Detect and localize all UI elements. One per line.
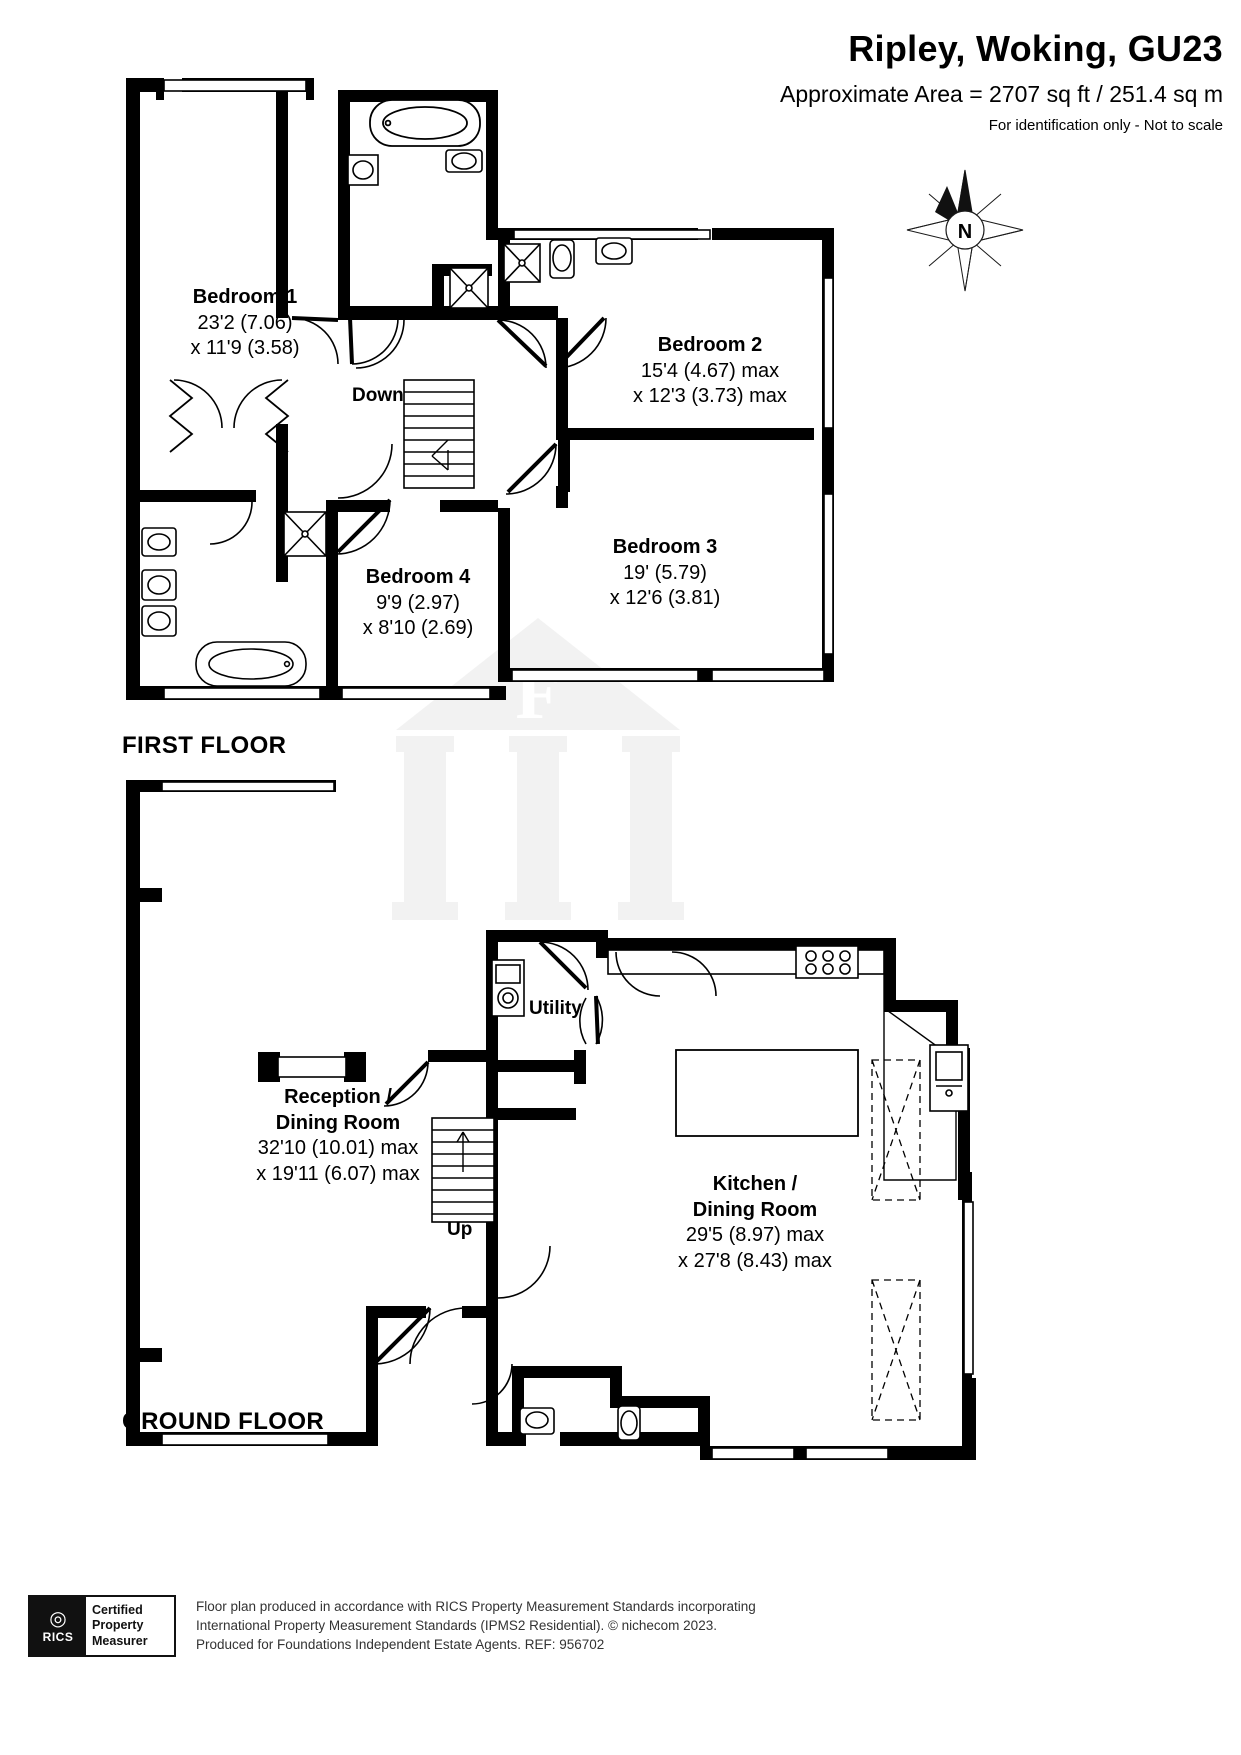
rics-caption-line-3: Measurer [92, 1633, 148, 1648]
bedroom-4-dim-2: x 8'10 (2.69) [362, 617, 474, 640]
room-label-kitchen-dining: Kitchen / Dining Room 29'5 (8.97) max x … [630, 1172, 880, 1274]
kitchen-name-line-1: Kitchen / [712, 1173, 798, 1195]
first-floor-caption: FIRST FLOOR [122, 732, 287, 759]
bedroom-3-dim-2: x 12'6 (3.81) [609, 587, 721, 610]
footer-note-line-3: Produced for Foundations Independent Est… [196, 1637, 605, 1653]
bedroom-1-name: Bedroom 1 [192, 286, 298, 308]
plan-header: Ripley, Woking, GU23 Approximate Area = … [780, 28, 1223, 135]
compass-north-label: N [958, 221, 972, 243]
first-floor-plan [0, 0, 900, 740]
reception-dim-1: 32'10 (10.01) max [257, 1137, 419, 1160]
bedroom-1-dim-2: x 11'9 (3.58) [190, 337, 300, 360]
rics-logo-text: RICS [42, 1629, 74, 1644]
rics-emblem-icon: ◎ [49, 1607, 67, 1630]
bedroom-2-dim-1: 15'4 (4.67) max [640, 359, 780, 382]
approximate-area: Approximate Area = 2707 sq ft / 251.4 sq… [779, 81, 1223, 108]
ground-floor-plan [0, 760, 1020, 1480]
room-label-reception-dining: Reception / Dining Room 32'10 (10.01) ma… [218, 1085, 458, 1187]
kitchen-dim-2: x 27'8 (8.43) max [678, 1249, 832, 1272]
bedroom-4-name: Bedroom 4 [365, 566, 471, 588]
footer-note-line-1: Floor plan produced in accordance with R… [196, 1599, 756, 1614]
rics-caption-line-1: Certified [92, 1602, 143, 1617]
rics-caption: Certified Property Measurer [86, 1603, 148, 1650]
bedroom-2-name: Bedroom 2 [657, 334, 763, 356]
bedroom-3-name: Bedroom 3 [612, 536, 718, 558]
room-label-bedroom-4: Bedroom 4 9'9 (2.97) x 8'10 (2.69) [308, 565, 528, 642]
footer-note-line-2: International Property Measurement Stand… [196, 1618, 717, 1634]
compass-rose: N [905, 168, 1025, 293]
kitchen-name-line-2: Dining Room [692, 1198, 818, 1221]
reception-name-line-1: Reception / [284, 1086, 392, 1108]
ground-floor-caption: GROUND FLOOR [122, 1408, 325, 1435]
room-label-bedroom-2: Bedroom 2 15'4 (4.67) max x 12'3 (3.73) … [590, 333, 830, 410]
page-title: Ripley, Woking, GU23 [848, 28, 1223, 69]
room-label-bedroom-3: Bedroom 3 19' (5.79) x 12'6 (3.81) [545, 535, 785, 612]
reception-name-line-2: Dining Room [275, 1111, 401, 1134]
bedroom-4-dim-1: 9'9 (2.97) [376, 591, 460, 614]
rics-logo-icon: ◎ RICS [30, 1597, 86, 1655]
rics-certification-badge: ◎ RICS Certified Property Measurer [28, 1595, 176, 1657]
bedroom-1-dim-1: 23'2 (7.06) [197, 311, 293, 334]
rics-caption-line-2: Property [92, 1618, 144, 1633]
stairs-up-label: Up [447, 1219, 473, 1240]
svg-text:F: F [515, 653, 560, 735]
room-label-bedroom-1: Bedroom 1 23'2 (7.06) x 11'9 (3.58) [130, 285, 360, 362]
bedroom-2-dim-2: x 12'3 (3.73) max [633, 385, 787, 408]
reception-dim-2: x 19'11 (6.07) max [256, 1162, 420, 1185]
identification-note: For identification only - Not to scale [988, 116, 1223, 134]
bedroom-3-dim-1: 19' (5.79) [623, 561, 707, 584]
logo-watermark: F [388, 612, 688, 942]
kitchen-dim-1: 29'5 (8.97) max [685, 1224, 825, 1247]
stairs-down-label: Down [352, 385, 404, 406]
utility-label: Utility [529, 998, 582, 1019]
footer-note: Floor plan produced in accordance with R… [196, 1597, 756, 1654]
